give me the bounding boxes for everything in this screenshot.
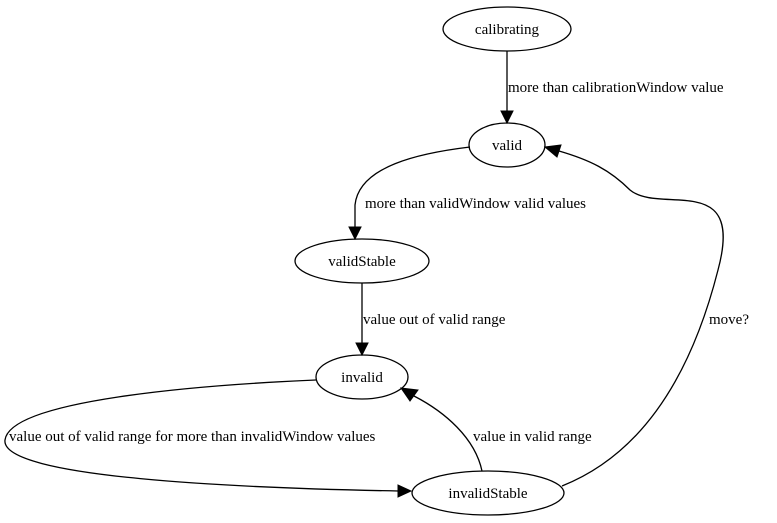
- edge-invalidStable-to-valid-arrowhead: [543, 144, 562, 158]
- edge-valid-to-validStable-arrowhead: [348, 226, 362, 241]
- edge-invalidStable-to-invalid-arrowhead: [399, 387, 419, 402]
- edge-invalid-to-invalidStable: value out of valid range for more than i…: [4, 379, 413, 498]
- edge-invalidStable-to-invalid-label: value in valid range: [473, 429, 592, 445]
- node-calibrating-label: calibrating: [475, 22, 540, 38]
- edge-invalid-to-invalidStable-line: [4, 379, 399, 492]
- node-valid-label: valid: [492, 138, 522, 154]
- edge-calibrating-to-valid-label: more than calibrationWindow value: [508, 80, 724, 96]
- edge-valid-to-validStable-line: [354, 146, 471, 227]
- edge-invalidStable-to-valid-line: [558, 150, 724, 487]
- edge-invalidStable-to-invalid: value in valid range: [399, 387, 592, 472]
- node-valid: valid: [468, 122, 546, 168]
- node-calibrating: calibrating: [442, 6, 572, 52]
- edge-invalid-to-invalidStable-arrowhead: [397, 484, 413, 498]
- node-validStable: validStable: [294, 238, 430, 284]
- node-invalidStable-label: invalidStable: [448, 486, 527, 502]
- edge-invalidStable-to-valid-label: move?: [709, 312, 749, 328]
- node-invalid-label: invalid: [341, 370, 383, 386]
- edge-calibrating-to-valid-arrowhead: [500, 110, 514, 125]
- edge-valid-to-validStable: more than validWindow valid values: [348, 146, 586, 241]
- edge-valid-to-validStable-label: more than validWindow valid values: [365, 196, 586, 212]
- edge-validStable-to-invalid-arrowhead: [355, 342, 369, 357]
- node-validStable-label: validStable: [328, 254, 396, 270]
- edge-invalid-to-invalidStable-label: value out of valid range for more than i…: [9, 429, 376, 445]
- edge-invalidStable-to-invalid-line: [413, 395, 483, 472]
- edge-calibrating-to-valid: more than calibrationWindow value: [500, 51, 724, 125]
- edge-invalidStable-to-valid: move?: [543, 144, 749, 487]
- edge-validStable-to-invalid: value out of valid range: [355, 283, 506, 357]
- node-invalidStable: invalidStable: [411, 470, 565, 516]
- node-invalid: invalid: [315, 354, 409, 400]
- node-invalidStable-shape: [411, 470, 565, 516]
- edge-validStable-to-invalid-label: value out of valid range: [363, 312, 506, 328]
